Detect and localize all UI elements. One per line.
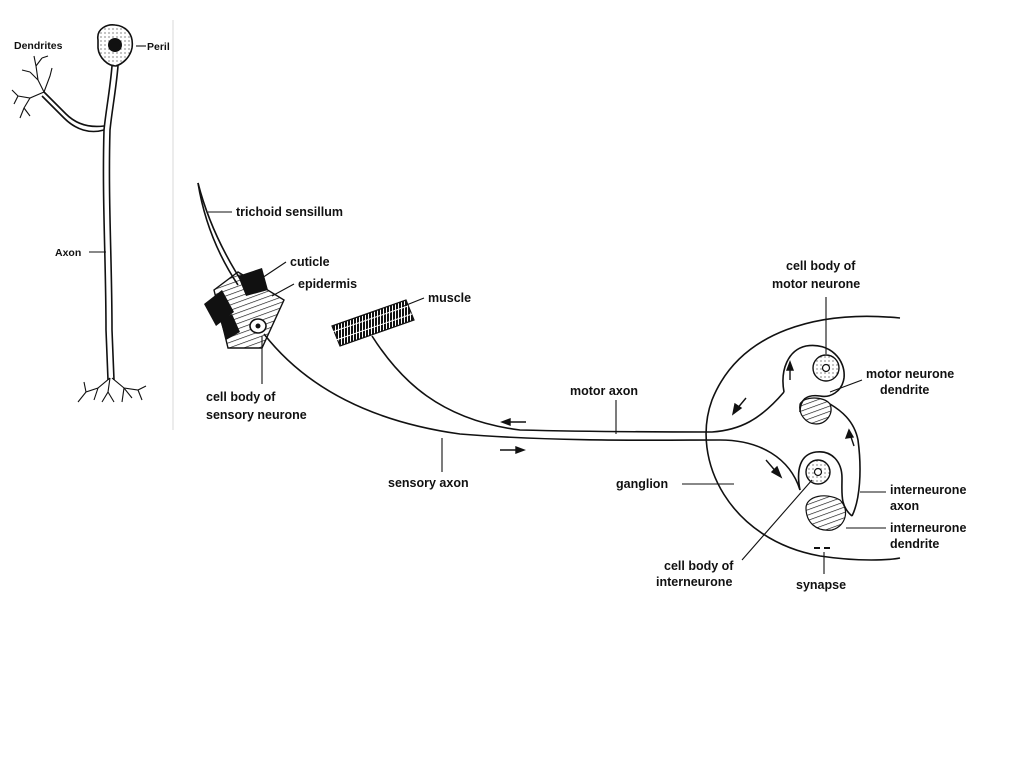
trichoid-sensillum-hair bbox=[197, 182, 239, 286]
label-perikaryon: Peril bbox=[147, 41, 170, 53]
motor-neurone bbox=[782, 344, 845, 425]
interneurone bbox=[797, 403, 861, 531]
muscle-block bbox=[331, 299, 415, 347]
label-inter-axon-2: axon bbox=[890, 499, 919, 513]
perikaryon bbox=[97, 24, 134, 67]
label-epidermis: epidermis bbox=[298, 277, 357, 291]
dendrites-tree bbox=[11, 55, 53, 119]
label-inter-dendrite-2: dendrite bbox=[890, 537, 939, 551]
inter-dendrite bbox=[805, 495, 847, 531]
label-cuticle: cuticle bbox=[290, 255, 330, 269]
label-ganglion: ganglion bbox=[616, 477, 668, 491]
axon-shape-inner bbox=[108, 65, 119, 381]
reflex-arc-diagram: trichoid sensillum cuticle epidermis mus… bbox=[197, 182, 966, 592]
axon-shape bbox=[102, 65, 113, 381]
label-motor-axon: motor axon bbox=[570, 384, 638, 398]
label-dendrites: Dendrites bbox=[14, 40, 63, 52]
label-inter-dendrite-1: interneurone bbox=[890, 521, 966, 535]
label-motor-cell-body-1: cell body of bbox=[786, 259, 856, 273]
motor-axon-shape bbox=[371, 335, 785, 433]
cuticle-epidermis-block bbox=[204, 268, 285, 349]
label-trichoid-sensillum: trichoid sensillum bbox=[236, 205, 343, 219]
label-inter-cell-body-1: cell body of bbox=[664, 559, 734, 573]
label-motor-dendrite-2: dendrite bbox=[880, 383, 929, 397]
label-sensory-cell-body-2: sensory neurone bbox=[206, 408, 307, 422]
motor-dendrite bbox=[799, 397, 832, 425]
dendrite-branch bbox=[41, 95, 105, 133]
label-synapse: synapse bbox=[796, 578, 846, 592]
direction-arrows bbox=[500, 360, 855, 479]
neuron-diagram: Dendrites Peril Axon bbox=[11, 20, 174, 430]
ganglion-outline bbox=[705, 315, 901, 561]
label-inter-axon-1: interneurone bbox=[890, 483, 966, 497]
label-sensory-cell-body-1: cell body of bbox=[206, 390, 276, 404]
label-motor-dendrite-1: motor neurone bbox=[866, 367, 954, 381]
sensory-axon-shape bbox=[263, 333, 801, 491]
label-motor-cell-body-2: motor neurone bbox=[772, 277, 860, 291]
label-inter-cell-body-2: interneurone bbox=[656, 575, 732, 589]
label-muscle: muscle bbox=[428, 291, 471, 305]
axon-terminals bbox=[77, 377, 147, 403]
label-sensory-axon: sensory axon bbox=[388, 476, 469, 490]
label-axon: Axon bbox=[55, 247, 81, 259]
